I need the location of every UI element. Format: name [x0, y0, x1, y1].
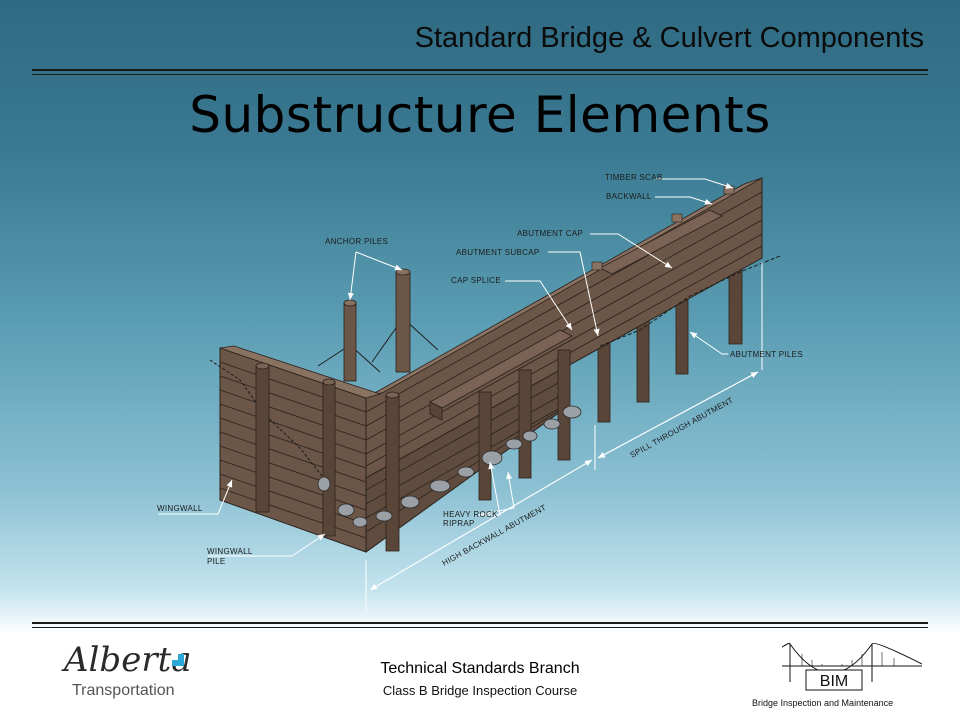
course-title: Standard Bridge & Culvert Components — [414, 22, 924, 54]
footer-rule-thin — [32, 627, 928, 628]
label-wingwall-pile-2: PILE — [207, 557, 226, 566]
dimension-lines — [365, 262, 763, 610]
label-abutment-subcap: ABUTMENT SUBCAP — [456, 248, 539, 257]
footer-rule — [32, 622, 928, 624]
footer-organization: Technical Standards Branch — [380, 660, 580, 677]
label-wingwall-pile-1: WINGWALL — [207, 547, 253, 556]
label-heavy-rock-2: RIPRAP — [443, 519, 475, 528]
label-backwall: BACKWALL — [606, 192, 652, 201]
substructure-diagram: TIMBER SCAB BACKWALL ABUTMENT CAP ABUTME… — [157, 173, 803, 610]
page-title: Substructure Elements — [189, 86, 771, 144]
label-timber-scab: TIMBER SCAB — [605, 173, 663, 182]
label-heavy-rock-1: HEAVY ROCK — [443, 510, 498, 519]
alberta-logo: Alberta — [64, 640, 192, 680]
label-cap-splice: CAP SPLICE — [451, 276, 501, 285]
label-spill-through: SPILL THROUGH ABUTMENT — [629, 395, 735, 459]
bim-text: BIM — [820, 673, 848, 690]
leader-lines — [158, 178, 734, 557]
logo-mark-icon — [172, 654, 184, 666]
bim-bridge-icon: BIM — [782, 642, 922, 691]
header-rule-thin — [32, 74, 928, 75]
logo-subtext: Transportation — [72, 682, 175, 699]
footer-course: Class B Bridge Inspection Course — [382, 683, 578, 698]
label-anchor-piles: ANCHOR PILES — [325, 237, 388, 246]
riprap — [317, 405, 582, 528]
label-abutment-cap: ABUTMENT CAP — [517, 229, 583, 238]
anchor-piles — [317, 268, 439, 382]
wingwall-piles — [255, 362, 336, 537]
label-abutment-piles: ABUTMENT PILES — [730, 350, 803, 359]
bim-caption: Bridge Inspection and Maintenance — [752, 698, 894, 708]
header-rule — [32, 69, 928, 71]
label-wingwall: WINGWALL — [157, 504, 203, 513]
